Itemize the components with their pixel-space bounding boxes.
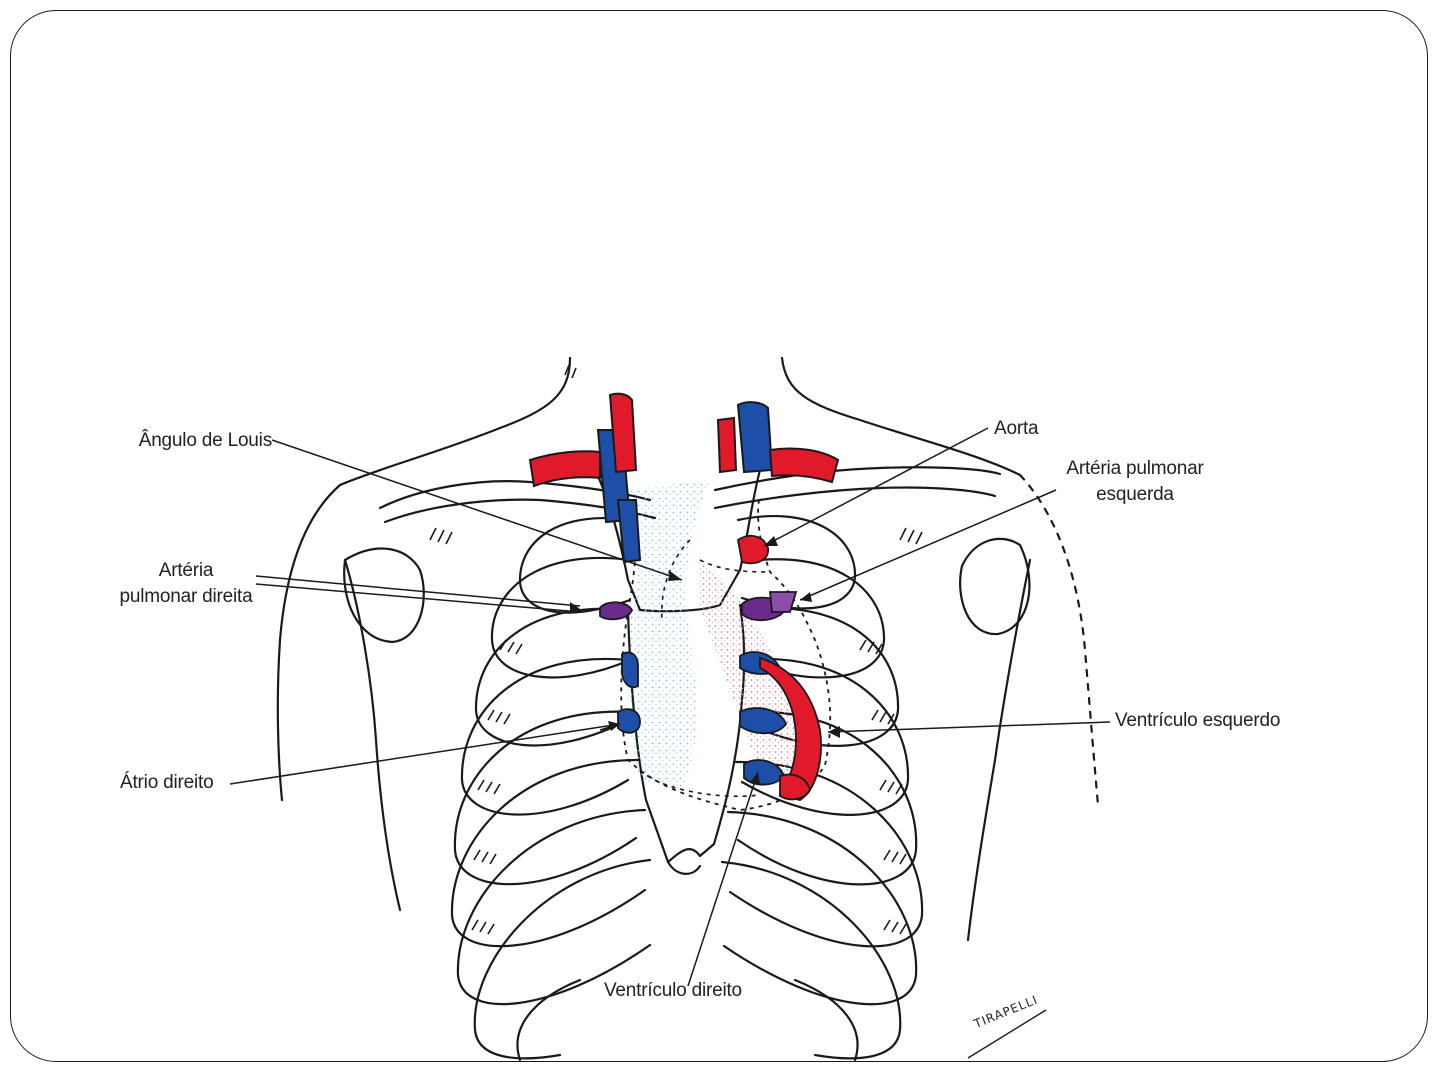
label-arteria-pulmonar-direita: Artéria pulmonar direita <box>96 558 276 610</box>
label-ventriculo-direito: Ventrículo direito <box>604 978 742 1004</box>
label-arteria-pulmonar-direita-line2: pulmonar direita <box>96 584 276 610</box>
leader-atrio-direito-a <box>230 724 620 784</box>
leader-ventriculo-direito <box>688 772 758 986</box>
left-shoulder-outline <box>278 485 340 800</box>
label-aorta: Aorta <box>994 416 1038 442</box>
heart-stipple-blue <box>628 480 710 790</box>
right-subclavian-red <box>530 451 600 486</box>
xiphoid <box>668 862 700 874</box>
label-atrio-direito: Átrio direito <box>120 770 214 796</box>
label-arteria-pulmonar-esquerda-line1: Artéria pulmonar <box>1040 456 1230 482</box>
leader-arteria-pulmonar-direita-b <box>256 584 580 612</box>
left-jugular-blue <box>738 402 772 472</box>
label-angulo-de-louis: Ângulo de Louis <box>100 428 272 454</box>
label-arteria-pulmonar-esquerda-line2: esquerda <box>1040 482 1230 508</box>
right-atrium-upper-projection <box>622 653 638 688</box>
leader-aorta <box>764 428 988 546</box>
label-arteria-pulmonar-esquerda: Artéria pulmonar esquerda <box>1040 456 1230 508</box>
left-carotid-red <box>718 418 736 472</box>
aorta-projection <box>738 536 768 563</box>
leader-ventriculo-esquerdo <box>828 722 1110 732</box>
label-ventriculo-esquerdo: Ventrículo esquerdo <box>1115 708 1280 734</box>
right-atrium-projection <box>618 709 640 733</box>
right-humeral-head <box>960 539 1029 634</box>
right-shoulder-outline <box>1020 475 1098 805</box>
label-arteria-pulmonar-direita-line1: Artéria <box>96 558 276 584</box>
leader-arteria-pulmonar-direita-a <box>256 576 580 606</box>
